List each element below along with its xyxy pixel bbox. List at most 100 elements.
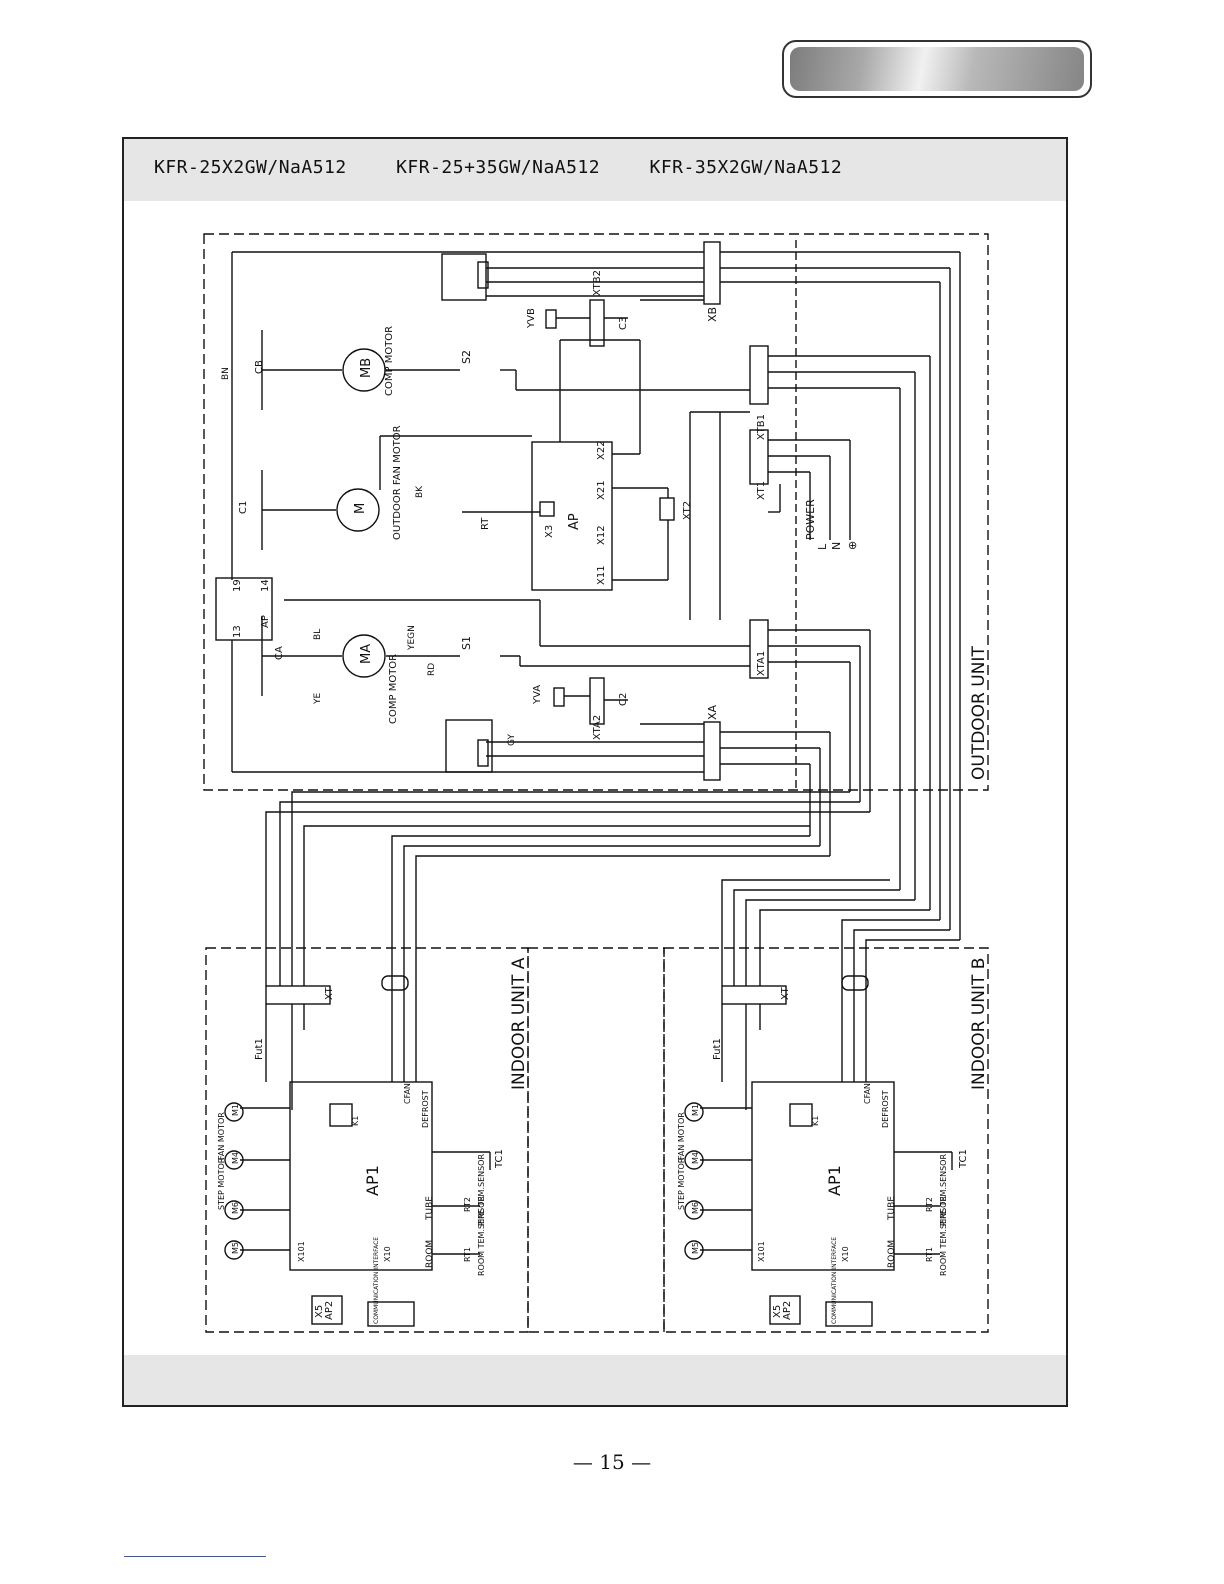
indoor-b-ap2-label: AP2 (782, 1301, 793, 1320)
indoor-a-comm-label: COMMUNICATION INTERFACE (373, 1237, 380, 1324)
comp-motor-a-symbol: MA (359, 644, 374, 664)
indoor-b-terminal-xt (721, 985, 787, 1005)
wire-code-ye: YE (313, 693, 323, 705)
indoor-b-step-motor-right-circle (684, 1150, 704, 1170)
indoor-a-x10-label: X10 (383, 1246, 392, 1262)
spacer-boundary (527, 947, 665, 1333)
power-line-l: L (816, 543, 829, 550)
indoor-b-k1-label: K1 (811, 1116, 820, 1126)
connector-xa (703, 721, 721, 781)
indoor-a-m5-label: M5 (231, 1242, 240, 1254)
indoor-a-comm-box (367, 1301, 415, 1327)
frame-footer (124, 1355, 1066, 1405)
indoor-b-rt1-label: RT1 (925, 1247, 934, 1262)
indoor-b-comm-box (825, 1301, 873, 1327)
indoor-a-fan-motor-circle (224, 1102, 244, 1122)
outdoor-unit-label: OUTDOOR UNIT (969, 646, 989, 780)
outdoor-main-board-label: AP (567, 513, 582, 530)
section-tab (782, 40, 1092, 98)
switch-s2-label: S2 (460, 350, 473, 364)
indoor-a-relay (329, 1103, 353, 1127)
indoor-a-fan-motor-text: FAN MOTOR (217, 1112, 226, 1160)
indoor-a-m6-label: M6 (231, 1202, 240, 1214)
terminal-xtb1 (749, 345, 769, 405)
capacitor-c2-label: C2 (618, 693, 629, 706)
terminal-xt2 (659, 497, 675, 521)
indoor-a-k1-label: K1 (351, 1116, 360, 1126)
indoor-b-aux-board (769, 1295, 801, 1325)
indoor-a-ferrite (381, 975, 409, 991)
wire-code-gy: GY (507, 733, 517, 746)
indoor-b-step-motor-mid-circle (684, 1200, 704, 1220)
outdoor-main-board (531, 441, 613, 591)
indoor-b-pipe-sensor-label: PIPE TEM.SENSOR (939, 1154, 948, 1226)
connector-xa-label: XA (706, 704, 719, 720)
indoor-b-fuse-label: Fut1 (712, 1038, 723, 1060)
model-list: KFR-25X2GW/NaA512 KFR-25+35GW/NaA512 KFR… (154, 157, 842, 178)
terminal-xta1 (749, 619, 769, 679)
indoor-a-step-motor-mid-circle (224, 1200, 244, 1220)
model-name: KFR-35X2GW/NaA512 (649, 157, 843, 178)
indoor-b-ferrite (841, 975, 869, 991)
capacitor-ca-label: CA (274, 646, 285, 660)
indoor-b-tube-label: TUBE (887, 1196, 897, 1221)
terminal-xta2-label: XTA2 (592, 715, 603, 740)
outdoor-comm-board-a (445, 719, 493, 773)
indoor-a-step-motor-right-circle (224, 1150, 244, 1170)
terminal-xt1 (749, 429, 769, 485)
connector-xb-label: XB (706, 307, 719, 322)
indoor-a-rt2-label: RT2 (463, 1197, 472, 1212)
terminal-xta1-label: XTA1 (756, 651, 767, 676)
capacitor-cb-label: CB (254, 360, 265, 374)
indoor-b-m6-label: M6 (691, 1202, 700, 1214)
fan-motor-circle (336, 488, 380, 532)
indoor-a-m4-label: M4 (231, 1152, 240, 1164)
power-label: POWER (804, 499, 817, 540)
indoor-a-step-motor-text: STEP MOTOR (217, 1157, 226, 1210)
indoor-a-cfan-label: CFAN (403, 1083, 412, 1104)
indoor-b-rt2-label: RT2 (925, 1197, 934, 1212)
indoor-a-xt-label: XT (324, 986, 335, 1000)
indoor-b-ap1-label: AP1 (825, 1165, 844, 1196)
indoor-b-xt-label: XT (780, 986, 791, 1000)
indoor-a-tube-label: TUBE (425, 1196, 435, 1221)
aux-pin-19: 19 (232, 579, 243, 592)
indoor-a-room-sensor-label: ROOM TEM.SENSOR (477, 1196, 486, 1276)
wire-code-rd: RD (427, 663, 437, 676)
page-number: — 15 — (572, 1450, 652, 1474)
model-name: KFR-25X2GW/NaA512 (154, 157, 347, 178)
outdoor-aux-board (215, 577, 273, 641)
capacitor-c1-label: C1 (238, 501, 249, 514)
indoor-a-step-motor-left-circle (224, 1240, 244, 1260)
indoor-a-room-label: ROOM (425, 1240, 435, 1268)
switch-s1-label: S1 (460, 636, 473, 650)
wire-code-yegn: YEGN (407, 625, 417, 651)
terminal-x12-label: X12 (596, 525, 607, 545)
indoor-b-label: INDOOR UNIT B (969, 958, 989, 1090)
indoor-b-cfan-label: CFAN (863, 1083, 872, 1104)
indoor-b-fan-motor-circle (684, 1102, 704, 1122)
aux-board-label: AP (260, 615, 271, 628)
indoor-b-x101-label: X101 (757, 1241, 766, 1262)
outdoor-unit-boundary (203, 233, 989, 791)
model-name: KFR-25+35GW/NaA512 (396, 157, 601, 178)
valve-b-label: YVB (526, 308, 537, 329)
indoor-a-pipe-sensor-label: PIPE TEM.SENSOR (477, 1154, 486, 1226)
indoor-b-boundary (663, 947, 989, 1333)
indoor-b-comm-label: COMMUNICATION INTERFACE (831, 1237, 838, 1324)
indoor-a-m1-label: M1 (231, 1104, 240, 1116)
capacitor-c3-label: C3 (618, 317, 629, 330)
indoor-b-relay (789, 1103, 813, 1127)
connector-xb (703, 241, 721, 305)
comp-motor-b-circle (342, 348, 386, 392)
comp-motor-b-text: COMP MOTOR (384, 326, 395, 396)
terminal-x21-label: X21 (596, 480, 607, 500)
indoor-b-m4-label: M4 (691, 1152, 700, 1164)
indoor-b-board-ap1 (751, 1081, 895, 1271)
indoor-a-rt1-label: RT1 (463, 1247, 472, 1262)
terminal-x22-label: X22 (596, 440, 607, 460)
indoor-a-label: INDOOR UNIT A (509, 957, 529, 1090)
aux-pin-14: 14 (260, 579, 271, 592)
indoor-a-terminal-xt (265, 985, 331, 1005)
